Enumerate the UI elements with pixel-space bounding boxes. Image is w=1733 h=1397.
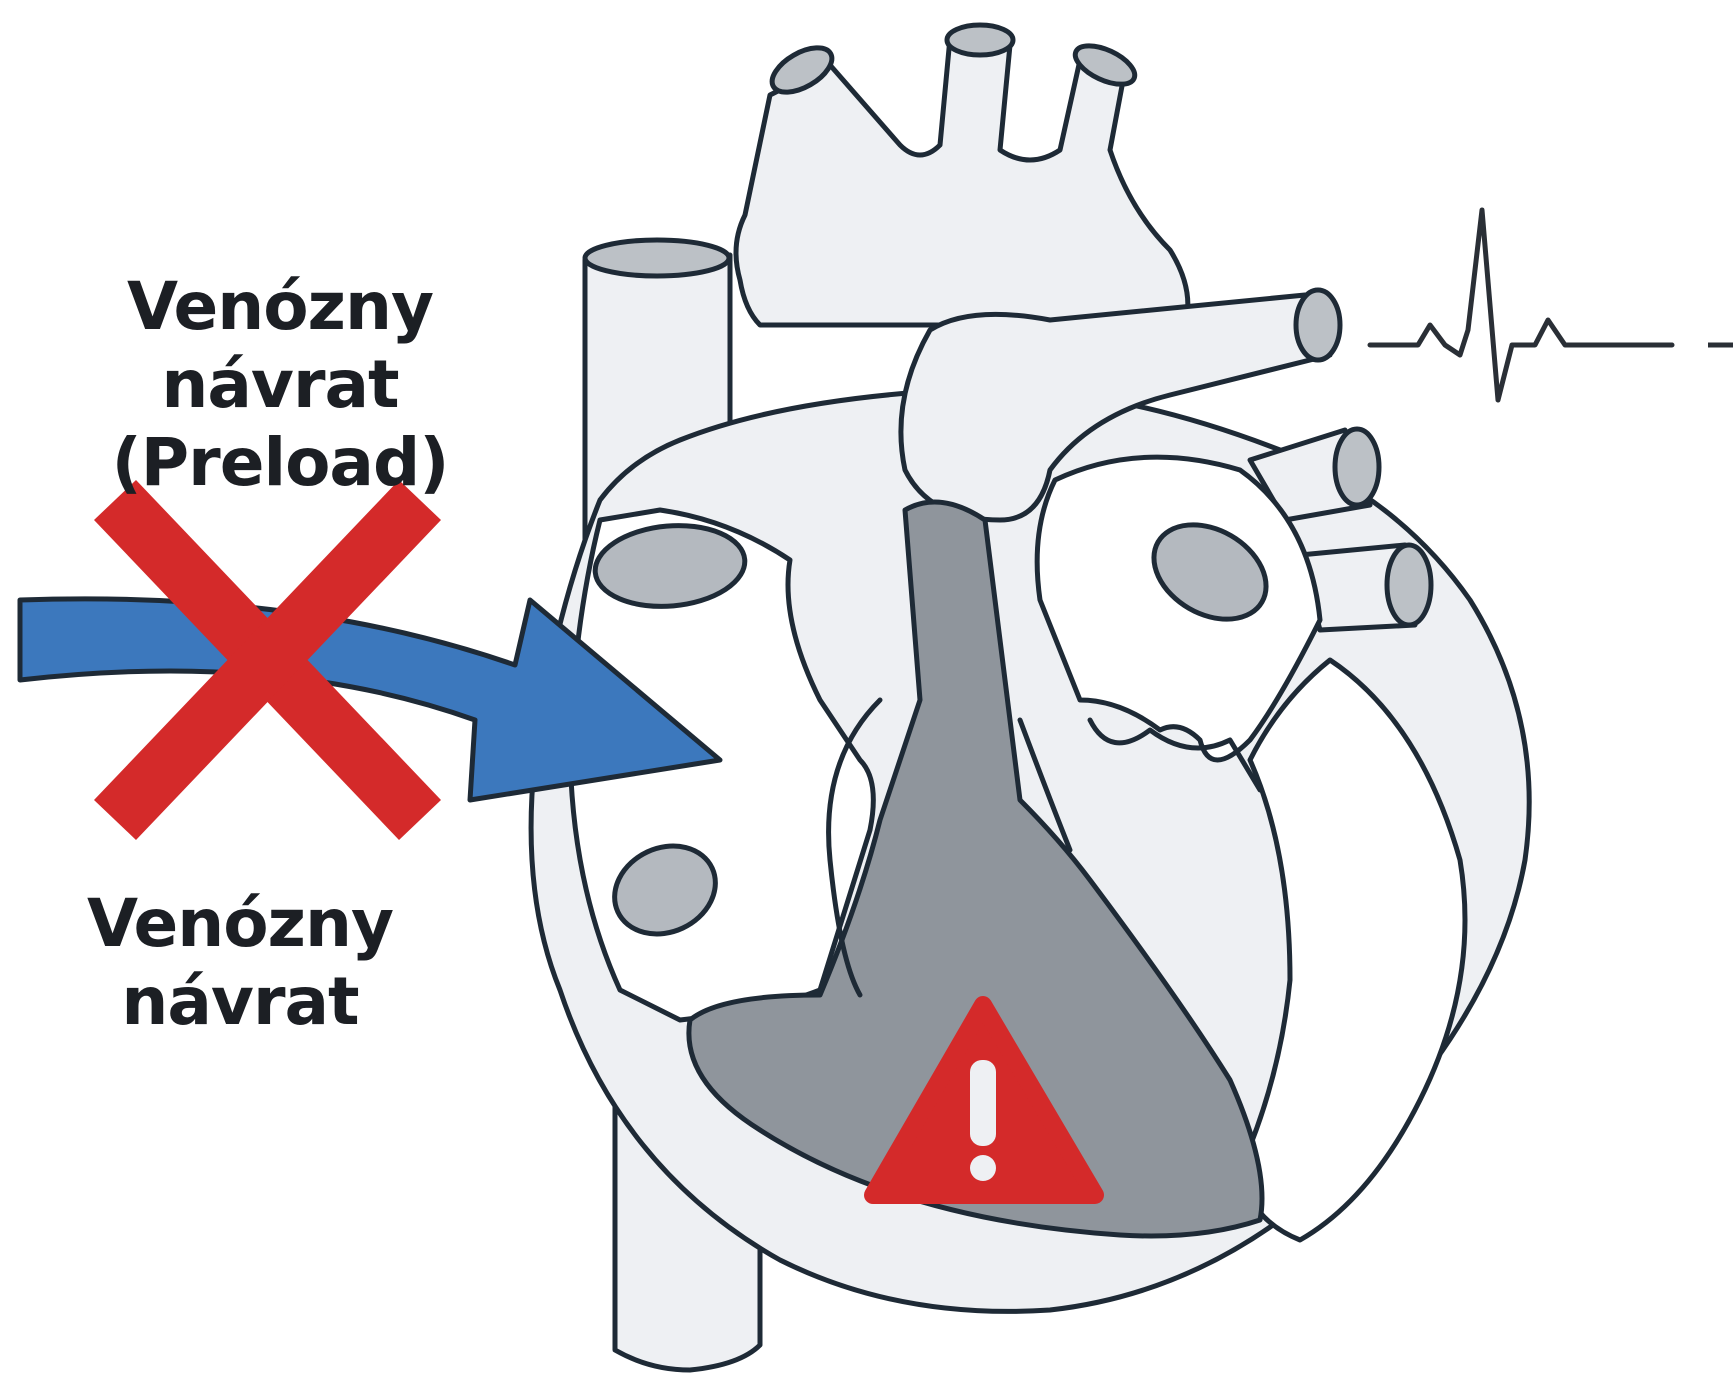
aorta xyxy=(736,25,1188,325)
label-line: (Preload) xyxy=(10,424,550,502)
label-line: Venózny xyxy=(60,885,420,963)
label-line: Venózny návrat xyxy=(10,268,550,424)
ecg-waveform-icon xyxy=(1370,210,1733,400)
venous-return-preload-label: Venózny návrat (Preload) xyxy=(10,268,550,502)
label-line: návrat xyxy=(60,963,420,1041)
venous-return-label: Venózny návrat xyxy=(60,885,420,1041)
